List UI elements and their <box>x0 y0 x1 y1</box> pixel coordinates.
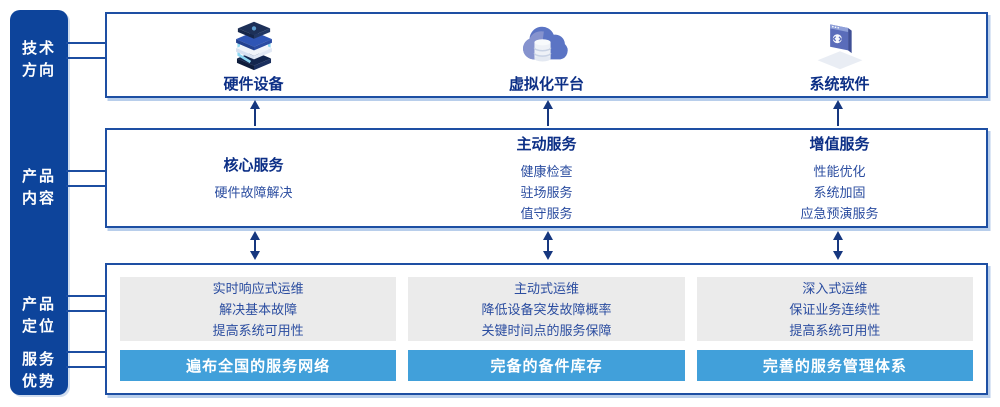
sidebar-label-tech-direction: 技术 方向 <box>10 38 68 82</box>
connector-line <box>66 170 107 172</box>
sidebar-label-line: 产品 <box>21 296 56 313</box>
product-positioning-box: 实时响应式运维 解决基本故障 提高系统可用性 遍布全国的服务网络 主动式运维 降… <box>105 263 988 395</box>
sidebar-label-line: 方向 <box>21 62 56 79</box>
service-item: 值守服务 <box>520 205 573 221</box>
positioning-line: 关键时间点的服务保障 <box>481 322 612 338</box>
service-title: 主动服务 <box>516 135 577 153</box>
connector-line <box>66 295 107 297</box>
product-content-box: 核心服务 硬件故障解决 主动服务 健康检查 驻场服务 值守服务 增值服务 性能优… <box>105 128 988 228</box>
connector-line <box>66 57 107 59</box>
sidebar-label-line: 技术 <box>21 40 56 57</box>
sidebar-label-line: 服务 <box>21 351 56 368</box>
tech-column-software: 系统软件 <box>693 14 986 96</box>
up-arrow <box>543 100 553 126</box>
service-title: 核心服务 <box>223 156 284 174</box>
connector-line <box>66 310 107 312</box>
sidebar-label-line: 内容 <box>21 190 56 207</box>
double-arrow <box>543 231 553 260</box>
positioning-line: 提高系统可用性 <box>212 322 304 338</box>
advantage-bar: 完善的服务管理体系 <box>696 350 973 381</box>
positioning-line: 提高系统可用性 <box>789 322 881 338</box>
service-column-proactive: 主动服务 健康检查 驻场服务 值守服务 <box>400 130 693 226</box>
service-column-value-added: 增值服务 性能优化 系统加固 应急预演服务 <box>693 130 986 226</box>
sidebar-label-service-advantage: 服务 优势 <box>10 349 68 393</box>
positioning-line: 实时响应式运维 <box>212 280 304 296</box>
service-title: 增值服务 <box>809 135 870 153</box>
cloud-database-icon <box>522 26 568 61</box>
positioning-line: 深入式运维 <box>802 280 868 296</box>
sidebar: 技术 方向 产品 内容 产品 定位 服务 优势 <box>10 10 68 395</box>
up-arrow <box>250 100 260 126</box>
positioning-panel: 实时响应式运维 解决基本故障 提高系统可用性 <box>120 277 397 341</box>
tech-label-hardware: 硬件设备 <box>223 75 284 93</box>
service-item: 健康检查 <box>520 163 573 179</box>
positioning-column-realtime: 实时响应式运维 解决基本故障 提高系统可用性 遍布全国的服务网络 <box>120 277 397 381</box>
tech-column-virtualization: 虚拟化平台 <box>400 14 693 96</box>
sidebar-label-line: 优势 <box>21 373 56 390</box>
connector-line <box>66 351 107 353</box>
positioning-panel: 主动式运维 降低设备突发故障概率 关键时间点的服务保障 <box>408 277 685 341</box>
connector-line <box>66 42 107 44</box>
positioning-line: 降低设备突发故障概率 <box>481 301 612 317</box>
positioning-panel: 深入式运维 保证业务连续性 提高系统可用性 <box>696 277 973 341</box>
service-item: 系统加固 <box>813 184 866 200</box>
double-arrow <box>250 231 260 260</box>
sidebar-label-line: 定位 <box>21 318 56 335</box>
positioning-column-proactive: 主动式运维 降低设备突发故障概率 关键时间点的服务保障 完备的备件库存 <box>408 277 685 381</box>
service-item: 性能优化 <box>813 163 866 179</box>
tech-label-virtualization: 虚拟化平台 <box>508 75 584 93</box>
sidebar-label-product-positioning: 产品 定位 <box>10 294 68 338</box>
tech-column-hardware: 硬件设备 <box>107 14 400 96</box>
positioning-line: 保证业务连续性 <box>789 301 881 317</box>
positioning-line: 解决基本故障 <box>219 301 298 317</box>
advantage-bar: 完备的备件库存 <box>408 350 685 381</box>
tech-label-software: 系统软件 <box>809 75 870 93</box>
sidebar-label-line: 产品 <box>21 168 56 185</box>
service-column-core: 核心服务 硬件故障解决 <box>107 130 400 226</box>
service-item: 应急预演服务 <box>800 205 879 221</box>
server-stack-icon <box>235 21 272 70</box>
double-arrow <box>833 231 843 260</box>
up-arrow <box>833 100 843 126</box>
service-item: 硬件故障解决 <box>214 184 293 200</box>
sidebar-label-product-content: 产品 内容 <box>10 166 68 210</box>
service-item: 驻场服务 <box>520 184 573 200</box>
code-window-icon <box>817 23 862 69</box>
connector-line <box>66 366 107 368</box>
positioning-column-indepth: 深入式运维 保证业务连续性 提高系统可用性 完善的服务管理体系 <box>696 277 973 381</box>
advantage-bar: 遍布全国的服务网络 <box>120 350 397 381</box>
tech-direction-box: 硬件设备 虚拟化平台 <box>105 12 988 98</box>
positioning-line: 主动式运维 <box>513 280 579 296</box>
connector-line <box>66 185 107 187</box>
